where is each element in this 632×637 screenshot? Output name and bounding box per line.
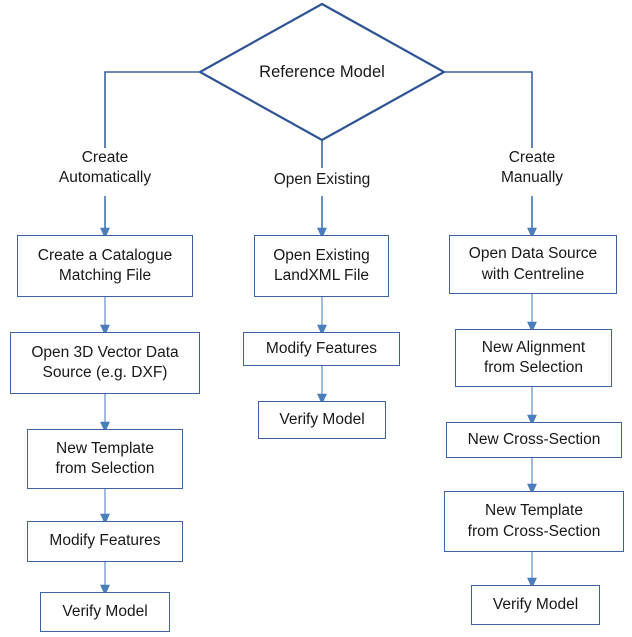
node-modify-features-middle[interactable]: Modify Features (243, 332, 400, 366)
node-open-existing-landxml-file[interactable]: Open Existing LandXML File (254, 235, 389, 297)
node-new-cross-section[interactable]: New Cross-Section (446, 422, 622, 458)
branch-label-create-manually: Create Manually (500, 149, 564, 187)
node-new-template-from-cross-section[interactable]: New Template from Cross-Section (444, 491, 624, 552)
node-verify-model-left[interactable]: Verify Model (40, 592, 170, 632)
reference-model-node[interactable]: Reference Model (198, 2, 446, 142)
node-create-catalogue-matching-file[interactable]: Create a Catalogue Matching File (17, 235, 193, 297)
branch-label-open-existing: Open Existing (273, 171, 371, 188)
edge-root-to-left-branch (104, 71, 200, 148)
node-new-template-from-selection[interactable]: New Template from Selection (27, 429, 183, 489)
node-modify-features-left[interactable]: Modify Features (27, 521, 183, 562)
node-open-3d-vector-data-source[interactable]: Open 3D Vector Data Source (e.g. DXF) (10, 332, 200, 394)
node-open-data-source-with-centreline[interactable]: Open Data Source with Centreline (449, 235, 617, 294)
node-verify-model-middle[interactable]: Verify Model (258, 401, 386, 439)
edge-root-to-right-branch (444, 71, 533, 148)
reference-model-label: Reference Model (259, 62, 385, 81)
branch-label-create-automatically: Create Automatically (58, 149, 152, 187)
node-verify-model-right[interactable]: Verify Model (471, 585, 600, 625)
node-new-alignment-from-selection[interactable]: New Alignment from Selection (455, 329, 612, 387)
